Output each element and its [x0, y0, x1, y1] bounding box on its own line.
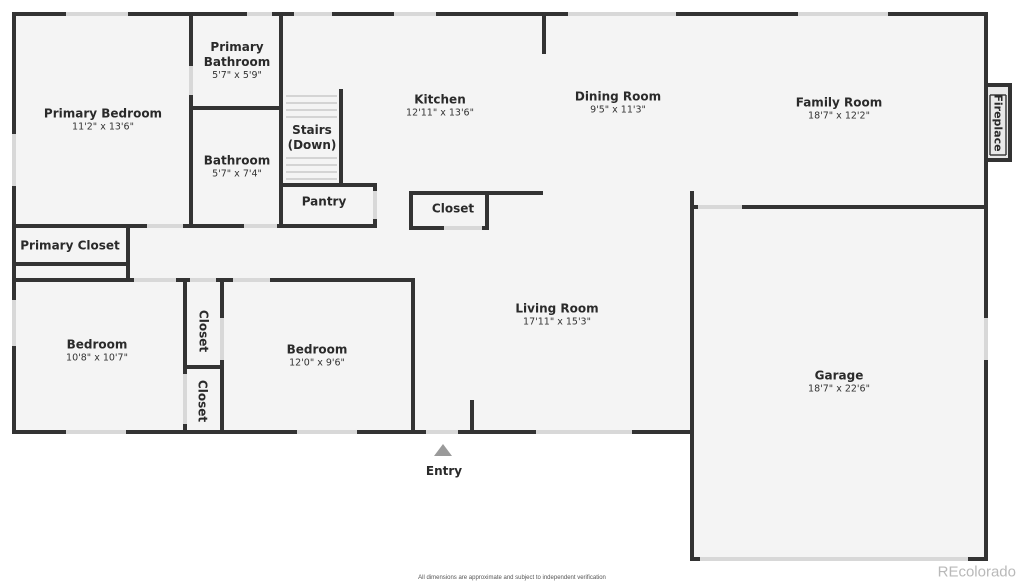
room-dimensions: 18'7" x 12'2": [808, 110, 870, 122]
room-name-line2: (Down): [287, 138, 337, 152]
room-primary-closet: Primary Closet: [20, 239, 120, 254]
room-closet-a: Closet: [196, 310, 211, 352]
entry-label: Entry: [425, 464, 463, 478]
room-garage: Garage 18'7" x 22'6": [808, 369, 870, 396]
room-bathroom: Bathroom 5'7" x 7'4": [204, 154, 270, 181]
room-dimensions: 5'7" x 7'4": [212, 168, 262, 180]
room-bedroom-2: Bedroom 12'0" x 9'6": [287, 343, 348, 370]
room-dimensions: 11'2" x 13'6": [72, 121, 134, 133]
room-name: Primary Closet: [20, 238, 120, 253]
room-primary-bathroom: Primary Bathroom 5'7" x 5'9": [204, 40, 270, 82]
room-dining-room: Dining Room 9'5" x 11'3": [575, 90, 661, 117]
room-family-room: Family Room 18'7" x 12'2": [796, 96, 883, 123]
room-stairs: Stairs (Down): [288, 123, 337, 153]
floor-areas: [14, 14, 1010, 559]
room-name: Primary Bedroom: [43, 106, 163, 121]
windows: [12, 12, 988, 561]
room-bedroom-1: Bedroom 10'8" x 10'7": [66, 338, 128, 365]
room-name: Closet: [431, 201, 475, 216]
room-dimensions: 5'7" x 5'9": [212, 70, 262, 81]
room-name: Bedroom: [286, 342, 348, 357]
room-name: Family Room: [795, 95, 883, 110]
room-dimensions: 17'11" x 15'3": [523, 316, 591, 328]
room-dimensions: 12'0" x 9'6": [289, 357, 345, 369]
room-name: Fireplace: [991, 94, 1005, 152]
room-dimensions: 18'7" x 22'6": [808, 383, 870, 395]
room-name: Closet: [196, 309, 211, 353]
room-name-line1: Primary: [210, 40, 264, 54]
stair-treads: [286, 95, 337, 180]
room-dimensions: 9'5" x 11'3": [590, 104, 646, 116]
room-name: Kitchen: [414, 92, 466, 107]
entry-arrow-icon: [434, 444, 452, 456]
room-name: Closet: [195, 379, 210, 423]
room-closet-b: Closet: [195, 380, 210, 422]
room-name: Pantry: [301, 194, 347, 209]
room-name: Bedroom: [66, 337, 128, 352]
room-closet-kitchen: Closet: [432, 202, 474, 217]
room-name-line1: Stairs: [292, 123, 332, 137]
room-name: Dining Room: [574, 89, 662, 104]
room-name-line2: Bathroom: [203, 55, 271, 69]
room-kitchen: Kitchen 12'11" x 13'6": [406, 93, 474, 120]
room-name: Bathroom: [203, 153, 271, 168]
disclaimer-text: All dimensions are approximate and subje…: [418, 575, 606, 581]
room-dimensions: 12'11" x 13'6": [406, 107, 474, 119]
room-primary-bedroom: Primary Bedroom 11'2" x 13'6": [44, 107, 162, 134]
fireplace-hatch: [989, 94, 1007, 156]
room-name: Living Room: [515, 301, 599, 316]
room-fireplace: Fireplace: [991, 94, 1006, 151]
room-living-room: Living Room 17'11" x 15'3": [515, 302, 598, 329]
room-dimensions: 10'8" x 10'7": [66, 352, 128, 364]
room-name: Garage: [814, 368, 864, 383]
room-pantry: Pantry: [302, 195, 347, 210]
brand-logo-text: REcolorado: [937, 563, 1016, 581]
walls: [12, 12, 1012, 561]
